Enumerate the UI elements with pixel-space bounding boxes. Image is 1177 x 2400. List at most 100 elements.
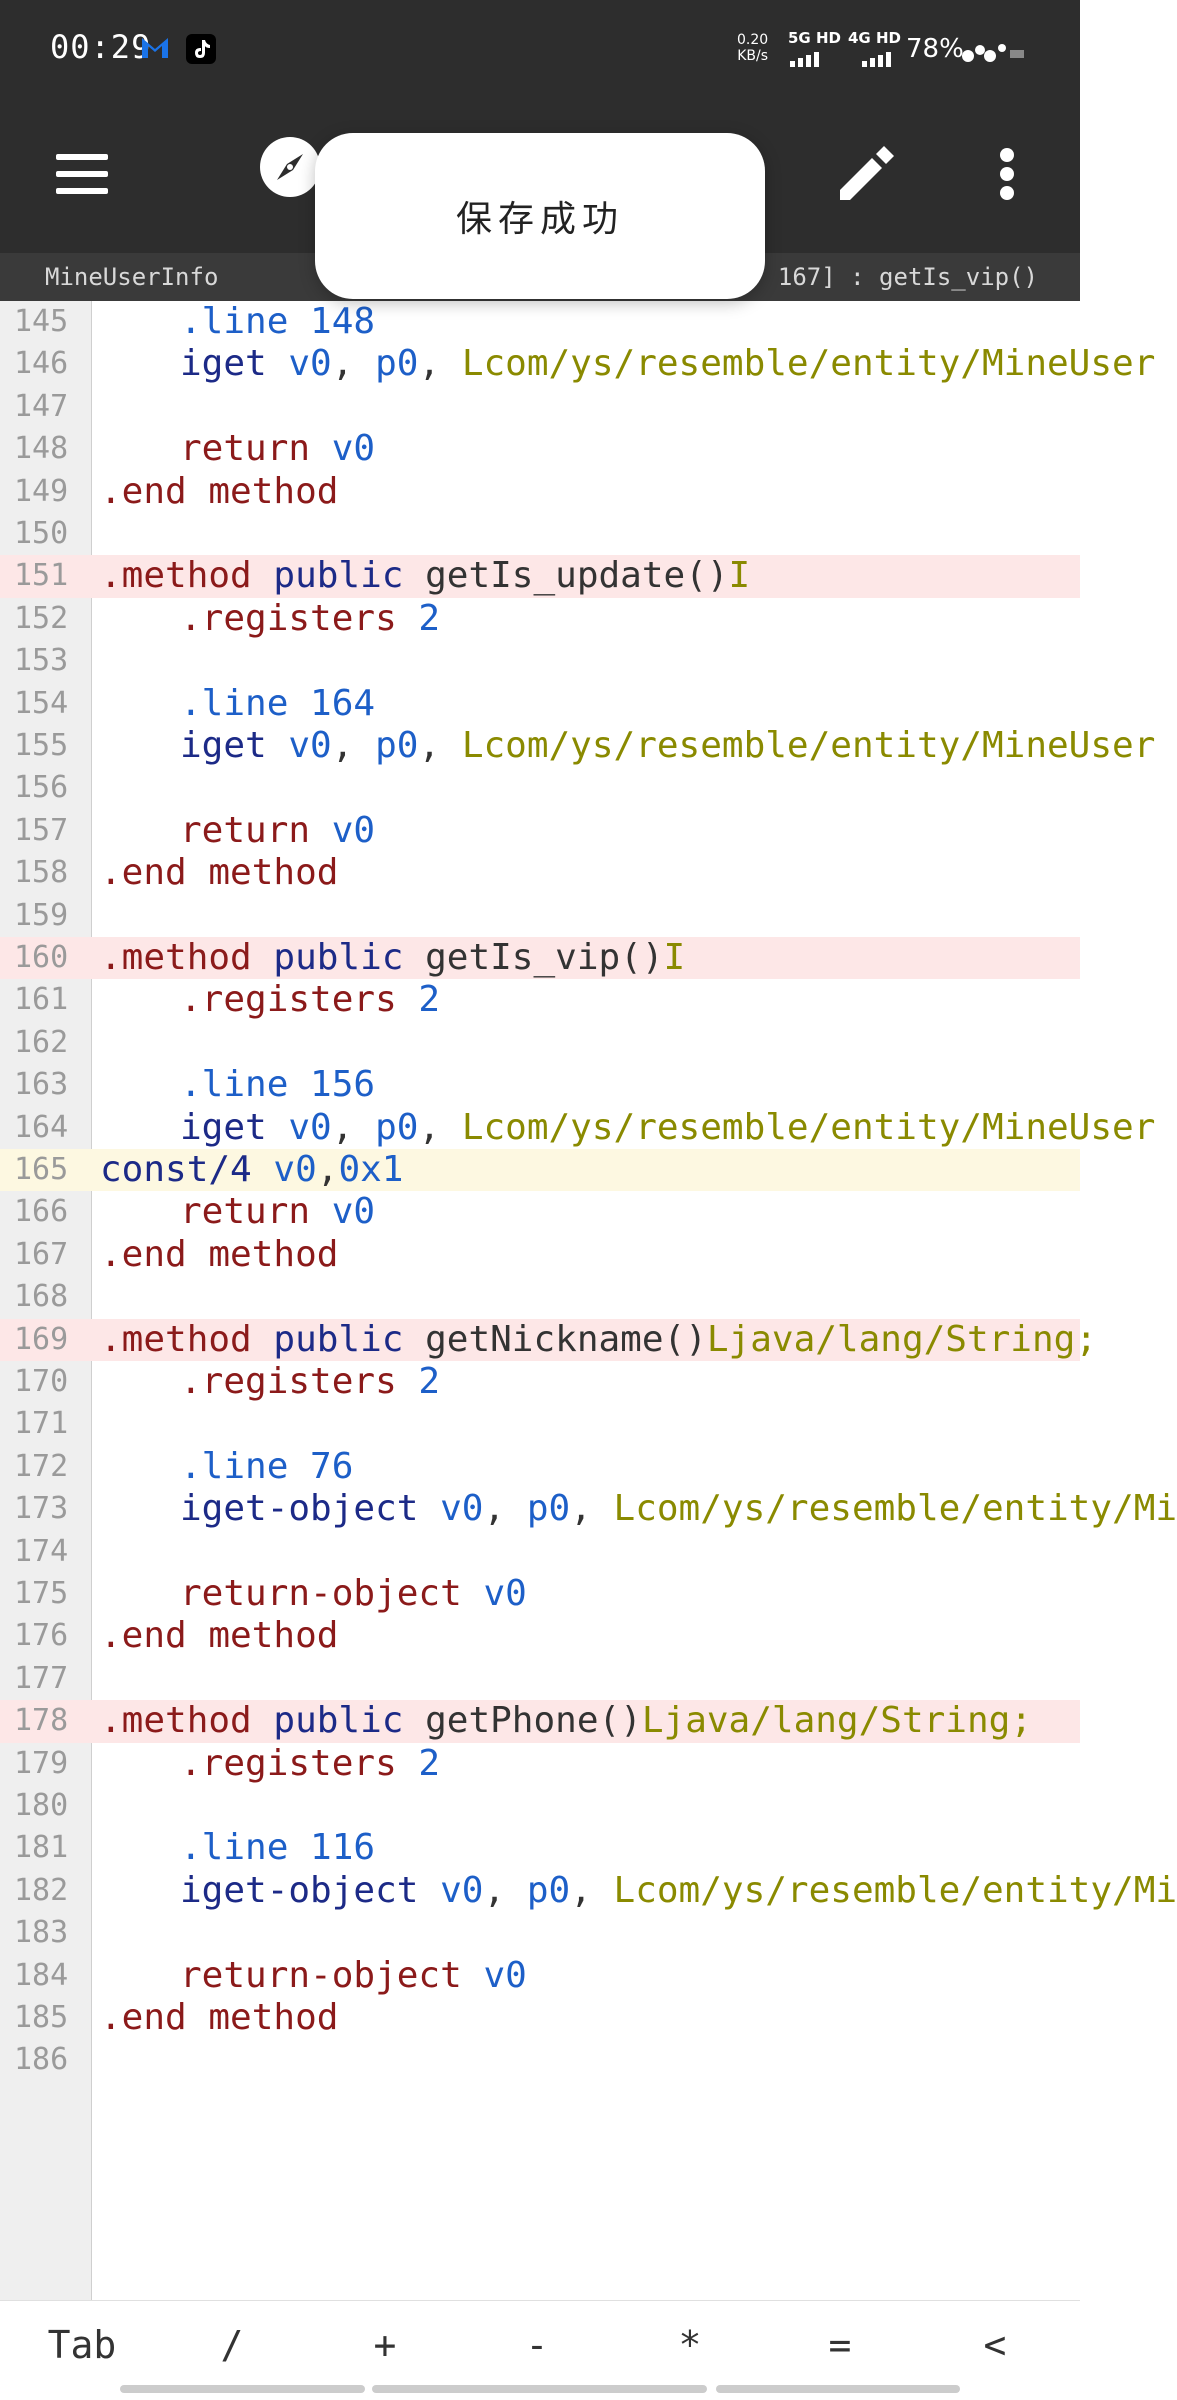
line-number: 181 <box>14 1830 69 1866</box>
key-1[interactable]: / <box>220 2323 244 2367</box>
line-number: 185 <box>14 2000 69 2035</box>
key-6[interactable]: < <box>983 2323 1007 2367</box>
line-number: 156 <box>14 770 69 806</box>
code-text: .end method <box>100 470 339 512</box>
key-2[interactable]: + <box>373 2323 397 2367</box>
line-number: 161 <box>14 982 69 1018</box>
line-number: 146 <box>14 346 69 382</box>
code-line[interactable]: 181.line 116 <box>0 1827 1080 1869</box>
compass-icon[interactable] <box>255 132 325 202</box>
more-icon[interactable] <box>990 144 1026 204</box>
key-4[interactable]: * <box>678 2323 702 2367</box>
tiktok-icon <box>186 34 216 64</box>
clock: 00:29 <box>50 28 152 66</box>
line-number-gutter <box>0 301 92 2301</box>
code-line[interactable]: 160.method public getIs_vip()I <box>0 937 1080 980</box>
code-line[interactable]: 168 <box>0 1276 1080 1318</box>
code-text: iget v0, p0, Lcom/ys/resemble/entity/Min… <box>180 1106 1156 1148</box>
code-line[interactable]: 167.end method <box>0 1234 1080 1276</box>
code-line[interactable]: 186 <box>0 2039 1080 2081</box>
code-line[interactable]: 159 <box>0 895 1080 937</box>
code-line[interactable]: 177 <box>0 1658 1080 1700</box>
line-number: 184 <box>14 1957 69 1993</box>
line-number: 154 <box>14 685 69 721</box>
code-line[interactable]: 183 <box>0 1912 1080 1954</box>
code-text: .line 156 <box>180 1064 376 1106</box>
code-text: return-object v0 <box>180 1573 527 1614</box>
code-line[interactable]: 182 iget-object v0, p0, Lcom/ys/resemble/… <box>0 1870 1177 1912</box>
line-number: 151 <box>14 558 69 594</box>
code-line[interactable]: 153 <box>0 640 1080 682</box>
code-line[interactable]: 158.end method <box>0 852 1080 894</box>
code-line[interactable]: 163 .line 156 <box>0 1064 1080 1106</box>
menu-icon[interactable] <box>52 144 112 204</box>
edit-icon[interactable] <box>830 136 900 206</box>
code-line[interactable]: 176.end method <box>0 1615 1080 1657</box>
line-number: 159 <box>14 897 69 933</box>
code-line[interactable]: 164 iget v0, p0, Lcom/ys/resemble/entity/… <box>0 1107 1155 1149</box>
code-text: .registers 2 <box>180 979 441 1021</box>
code-line[interactable]: 152.registers 2 <box>0 598 1080 640</box>
line-number: 173 <box>14 1491 69 1527</box>
battery-icon <box>962 44 1024 62</box>
line-number: 178 <box>14 1703 69 1739</box>
code-line[interactable]: 171 <box>0 1403 1080 1445</box>
line-number: 182 <box>14 1872 69 1908</box>
code-line[interactable]: 162 <box>0 1022 1080 1064</box>
file-name[interactable]: MineUserInfo <box>45 263 219 291</box>
code-line[interactable]: 147 <box>0 386 1080 428</box>
code-line[interactable]: 174 <box>0 1531 1080 1573</box>
code-line[interactable]: 170.registers 2 <box>0 1361 1080 1403</box>
line-number: 165 <box>14 1152 69 1187</box>
key-3[interactable]: - <box>525 2323 549 2367</box>
line-number: 174 <box>14 1533 69 1569</box>
code-line[interactable]: 151.method public getIs_update()I <box>0 555 1080 598</box>
code-text: .method public getIs_vip()I <box>100 937 686 978</box>
code-line[interactable]: 145.line 148 <box>0 301 1080 343</box>
line-number: 167 <box>14 1236 69 1272</box>
line-number: 186 <box>14 2042 69 2078</box>
code-line[interactable]: 149.end method <box>0 471 1080 513</box>
code-line[interactable]: 172.line 76 <box>0 1446 1080 1488</box>
code-line[interactable]: 179.registers 2 <box>0 1743 1080 1785</box>
code-line[interactable]: 178.method public getPhone()Ljava/lang/S… <box>0 1700 1080 1743</box>
line-number: 179 <box>14 1745 69 1781</box>
code-line[interactable]: 184 return-object v0 <box>0 1955 1080 1997</box>
line-number: 164 <box>14 1109 69 1145</box>
code-line[interactable]: 185.end method <box>0 1997 1080 2039</box>
code-line[interactable]: 150 <box>0 513 1080 555</box>
line-number: 155 <box>14 728 69 763</box>
scrollbar-segment[interactable] <box>120 2385 365 2393</box>
scrollbar-segment[interactable] <box>372 2385 707 2393</box>
line-number: 168 <box>14 1279 69 1315</box>
line-number: 148 <box>14 431 69 467</box>
key-0[interactable]: Tab <box>47 2323 117 2367</box>
code-line[interactable]: 154.line 164 <box>0 683 1080 725</box>
signal-icon <box>790 52 819 67</box>
sim2-label: 4G HD <box>848 29 901 47</box>
line-number: 177 <box>14 1660 69 1696</box>
code-line[interactable]: 161 .registers 2 <box>0 979 1080 1021</box>
line-number: 162 <box>14 1024 69 1060</box>
code-text: iget-object v0, p0, Lcom/ys/resemble/ent… <box>180 1869 1177 1911</box>
line-number: 158 <box>14 855 69 891</box>
line-number: 172 <box>14 1448 69 1484</box>
key-5[interactable]: = <box>828 2323 852 2367</box>
code-text: .registers 2 <box>180 597 441 639</box>
line-number: 163 <box>14 1067 69 1103</box>
code-text: return-object v0 <box>180 1954 527 1996</box>
line-number: 145 <box>14 304 69 339</box>
code-line[interactable]: 169.method public getNickname()Ljava/lan… <box>0 1318 1097 1361</box>
scrollbar-segment[interactable] <box>716 2385 960 2393</box>
code-line[interactable]: 180 <box>0 1785 1080 1827</box>
code-line[interactable]: 156 <box>0 767 1080 809</box>
